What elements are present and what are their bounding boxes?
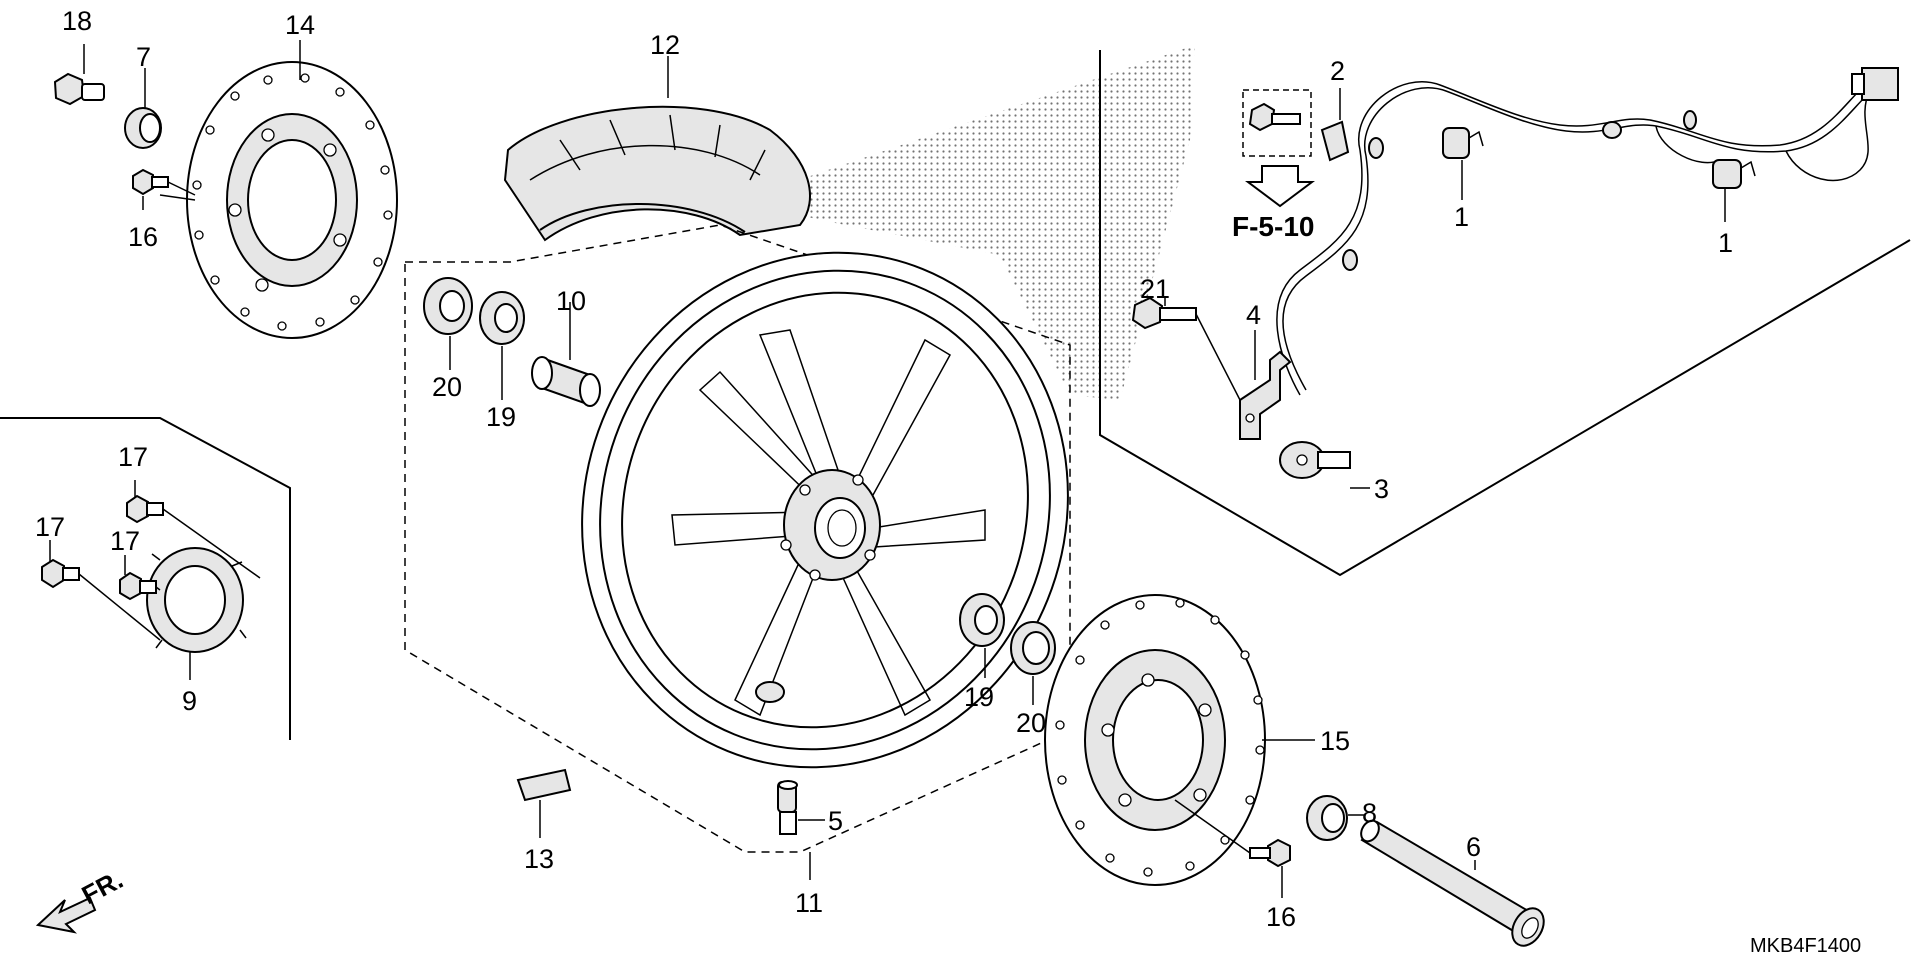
wheel-11 — [581, 251, 1069, 769]
bolt-17-a — [126, 494, 261, 579]
tire-12 — [503, 105, 811, 242]
callout-18: 18 — [62, 6, 92, 36]
callout-11: 11 — [795, 888, 823, 918]
abs-ring-panel — [0, 417, 291, 740]
callout-10: 10 — [556, 286, 586, 316]
bearing-19-left — [479, 291, 525, 345]
bracket-4 — [1239, 350, 1292, 440]
balance-weight-13 — [516, 768, 572, 802]
callouts: 18 7 14 16 12 2 1 1 F-5-10 21 4 3 10 20 … — [35, 6, 1861, 957]
callout-6: 6 — [1466, 832, 1481, 862]
callout-16-lower: 16 — [1266, 902, 1296, 932]
axle-6 — [1360, 819, 1545, 947]
callout-13: 13 — [524, 844, 554, 874]
callout-17-a: 17 — [118, 442, 148, 472]
callout-2: 2 — [1330, 56, 1345, 86]
callout-14: 14 — [285, 10, 315, 40]
callout-1-left: 1 — [1454, 202, 1469, 232]
callout-4: 4 — [1246, 300, 1261, 330]
front-direction-arrow: FR. — [35, 864, 128, 934]
callout-21: 21 — [1140, 274, 1170, 304]
reference-f-5-10: F-5-10 — [1232, 211, 1314, 242]
callout-17-c: 17 — [110, 526, 140, 556]
bolt-17-b — [41, 558, 161, 641]
bolt-16-lower — [1174, 799, 1291, 868]
callout-20-left: 20 — [432, 372, 462, 402]
callout-3: 3 — [1374, 474, 1389, 504]
diagram-code: MKB4F1400 — [1750, 935, 1861, 957]
brake-disc-15 — [1044, 594, 1266, 886]
abs-sensor-panel — [1099, 50, 1911, 577]
pulser-ring-9 — [146, 547, 247, 653]
callout-7: 7 — [136, 42, 151, 72]
callout-16-upper: 16 — [128, 222, 158, 252]
callout-19-right: 19 — [964, 682, 994, 712]
seal-20-right — [1010, 621, 1056, 675]
callout-5: 5 — [828, 806, 843, 836]
bolt-21 — [1131, 296, 1241, 401]
bolt-16-upper — [132, 168, 196, 196]
callout-17-b: 17 — [35, 512, 65, 542]
callout-12: 12 — [650, 30, 680, 60]
abs-sensor-3 — [1279, 441, 1351, 479]
clamp-2 — [1320, 120, 1350, 162]
leader-lines — [49, 40, 1726, 898]
bolt-17-c — [119, 571, 161, 601]
clamp-1-left — [1442, 127, 1484, 159]
reference-box — [1242, 89, 1315, 208]
dotted-shading — [740, 45, 1195, 400]
collar-8 — [1306, 795, 1348, 841]
clamp-1-right — [1712, 159, 1756, 189]
callout-8: 8 — [1362, 798, 1377, 828]
valve-5 — [777, 780, 798, 835]
brake-disc-14 — [159, 61, 398, 339]
bolt-18 — [53, 72, 105, 106]
callout-19-left: 19 — [486, 402, 516, 432]
callout-9: 9 — [182, 686, 197, 716]
callout-20-right: 20 — [1016, 708, 1046, 738]
bearing-19-right — [959, 593, 1005, 647]
callout-1-right: 1 — [1718, 228, 1733, 258]
spacer-10 — [531, 356, 601, 407]
collar-7 — [124, 107, 162, 149]
callout-15: 15 — [1320, 726, 1350, 756]
bearing-20-left — [423, 277, 473, 335]
